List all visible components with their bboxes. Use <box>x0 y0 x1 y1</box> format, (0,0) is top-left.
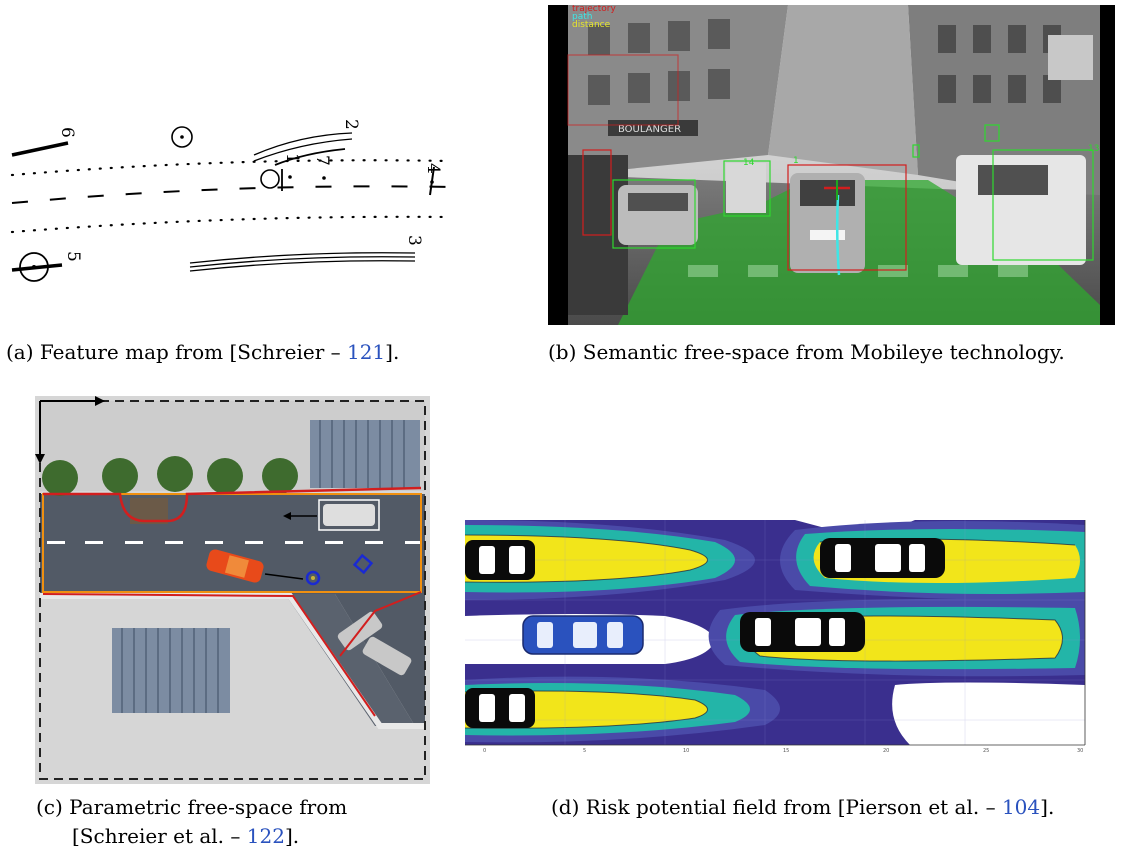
caption-b: (b) Semantic free-space from Mobileye te… <box>548 340 1065 364</box>
citation-link-104[interactable]: 104 <box>1001 795 1041 819</box>
axis-tick: 0 <box>483 748 486 754</box>
feature-map-panel: 6 2 1 7 4 3 5 <box>0 105 460 305</box>
hud-trajectory: trajectory <box>572 5 616 14</box>
caption-d: (d) Risk potential field from [Pierson e… <box>551 795 1055 819</box>
overlay-label-13: 13 <box>1088 144 1099 154</box>
axis-tick: 10 <box>683 748 689 754</box>
axis-tick: 5 <box>583 748 586 754</box>
hud-distance: distance <box>572 20 611 30</box>
feature-label-1: 1 <box>282 153 302 164</box>
feature-label-2: 2 <box>341 119 361 130</box>
hud-path: path <box>572 12 592 22</box>
feature-label-6: 6 <box>57 127 77 138</box>
citation-link-121[interactable]: 121 <box>346 340 386 364</box>
axis-tick: 20 <box>883 748 889 754</box>
mobileye-freespace-panel: BOULANGER <box>548 5 1115 325</box>
axis-tick: 15 <box>783 748 789 754</box>
caption-c-line1: (c) Parametric free-space from <box>36 795 348 819</box>
feature-label-3: 3 <box>404 235 424 246</box>
parametric-freespace-panel <box>35 396 430 784</box>
risk-potential-field-panel: 0 5 10 15 20 25 30 <box>465 520 1087 755</box>
citation-link-122[interactable]: 122 <box>246 824 285 848</box>
caption-a: (a) Feature map from [Schreier – 121]. <box>6 340 400 364</box>
axis-tick: 30 <box>1077 748 1083 754</box>
axis-tick: 25 <box>983 748 989 754</box>
overlay-label-1: 1 <box>793 156 799 166</box>
feature-label-7: 7 <box>312 155 332 166</box>
caption-c-line2: [Schreier et al. – 122]. <box>72 824 300 848</box>
overlay-label-14: 14 <box>743 158 755 168</box>
feature-label-4: 4 <box>423 163 443 174</box>
svg-text:BOULANGER: BOULANGER <box>618 124 681 135</box>
feature-label-5: 5 <box>63 251 83 262</box>
